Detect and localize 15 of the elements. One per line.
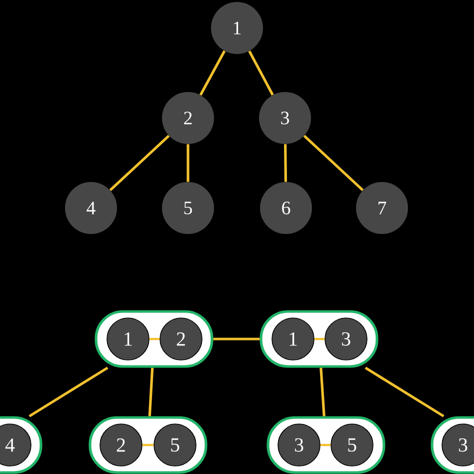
connector-line [248, 50, 274, 96]
connector-line [314, 338, 325, 340]
connector-line [213, 338, 260, 340]
connector-line [28, 366, 108, 418]
connector-line [199, 50, 226, 96]
connector-line [284, 144, 288, 182]
connector-line [109, 134, 170, 192]
connector-line [148, 368, 154, 416]
connector-line [142, 444, 154, 446]
connector-line [320, 368, 326, 416]
connector-line [149, 338, 160, 340]
connector-line [320, 444, 331, 446]
connector-line [364, 366, 444, 418]
connector-line [303, 134, 364, 192]
connector-line [186, 144, 190, 182]
